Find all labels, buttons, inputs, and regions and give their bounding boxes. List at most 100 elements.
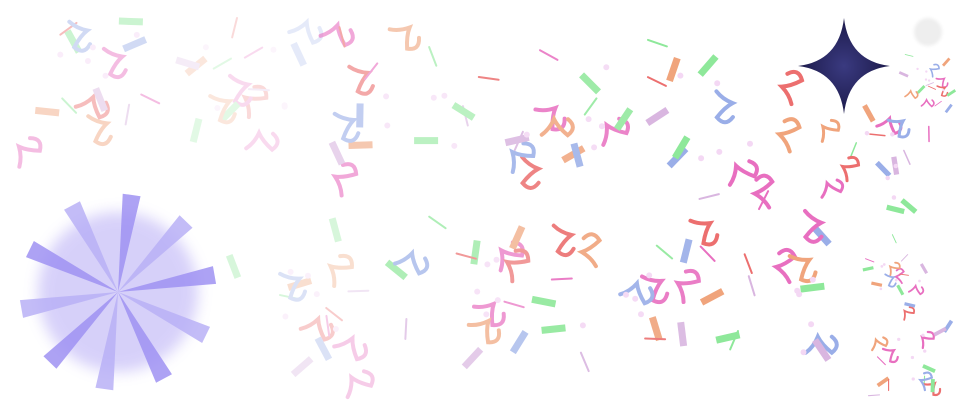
confetti-streak: [338, 26, 346, 48]
confetti-strip: [666, 57, 681, 82]
confetti-strip: [348, 141, 373, 150]
confetti-curl: [101, 46, 128, 80]
sparkle-dot: [897, 337, 901, 342]
confetti-cluster-sprite: [175, 17, 324, 153]
sparkle-dot: [281, 102, 288, 109]
sparkle-dot: [646, 272, 653, 279]
confetti-strip: [122, 36, 148, 53]
sparkle-dot: [927, 79, 931, 82]
confetti-strip: [451, 102, 476, 121]
confetti-curl: [673, 268, 701, 305]
confetti-streak: [867, 394, 881, 397]
confetti-strip: [287, 277, 313, 291]
confetti-curl: [802, 208, 827, 244]
confetti-curl: [904, 89, 919, 100]
sparkle-dot: [102, 72, 109, 79]
sparkle-dot: [809, 276, 816, 283]
confetti-cluster-sprite: [225, 217, 375, 400]
confetti-strip: [579, 72, 601, 95]
confetti-curl: [228, 73, 253, 107]
confetti-strip: [470, 240, 481, 265]
confetti-curl: [208, 94, 237, 125]
sparkle-dot: [714, 80, 721, 87]
sparkle-dot: [623, 291, 629, 298]
confetti-curl: [278, 271, 307, 302]
confetti-streak: [347, 289, 370, 293]
confetti-strip: [904, 302, 916, 308]
confetti-streak: [655, 244, 674, 260]
confetti-streak: [279, 294, 301, 301]
confetti-cluster-sprite: [477, 49, 634, 190]
confetti-streak: [904, 54, 914, 57]
sparkle-dot: [916, 67, 919, 71]
confetti-streak: [876, 356, 886, 366]
confetti-streak: [59, 21, 78, 36]
confetti-streak: [363, 62, 379, 81]
sparkle-dot: [800, 349, 807, 356]
confetti-strip: [672, 135, 691, 160]
sparkle-dot: [441, 92, 448, 99]
confetti-streak: [243, 46, 264, 59]
confetti-curl: [920, 330, 935, 350]
sparkle-dot: [494, 297, 501, 304]
confetti-streak: [325, 314, 331, 337]
confetti-streak: [699, 245, 716, 262]
confetti-streak: [140, 93, 161, 105]
confetti-strip: [531, 295, 557, 308]
confetti-streak: [404, 318, 408, 340]
confetti-streak: [124, 103, 131, 126]
sparkle-dot: [202, 44, 209, 51]
confetti-strip: [356, 103, 364, 128]
burst-ray: [118, 193, 141, 292]
sparkle-dot: [921, 333, 925, 337]
confetti-streak: [869, 133, 886, 137]
sparkle-dot: [282, 313, 289, 320]
confetti-strip: [384, 259, 408, 281]
confetti-streak: [698, 193, 720, 200]
sparkle-dot: [698, 155, 705, 162]
burst-ray: [64, 201, 118, 292]
confetti-strip: [218, 101, 241, 124]
confetti-curl: [688, 218, 720, 247]
sparkle-dot: [910, 355, 915, 360]
sparkle-dot: [598, 123, 605, 130]
confetti-streak: [428, 215, 447, 230]
confetti-streak: [899, 273, 909, 276]
sparkle-dot: [313, 291, 320, 298]
four-point-star-sprite: [798, 18, 890, 114]
sparkle-dot: [882, 263, 886, 266]
confetti-streak: [644, 337, 667, 341]
confetti-cluster-sprite: [820, 104, 930, 215]
confetti-streak: [539, 49, 559, 61]
sparkle-dot: [591, 144, 598, 151]
confetti-curl: [318, 20, 355, 48]
confetti-streak: [212, 57, 232, 70]
sparkle-dot: [918, 279, 921, 283]
confetti-streak: [231, 17, 238, 39]
sparkle-dot: [716, 148, 723, 155]
confetti-strip: [886, 204, 905, 215]
sparkle-dot: [885, 175, 890, 181]
confetti-strip: [64, 29, 83, 54]
confetti-curl: [347, 64, 375, 96]
confetti-strip: [118, 17, 143, 26]
sparkle-dot: [638, 311, 644, 318]
confetti-strip: [876, 376, 890, 388]
confetti-curl: [67, 19, 93, 53]
confetti-cluster-sprite: [645, 38, 805, 211]
confetti-streak: [743, 253, 753, 274]
confetti-cluster-sprite: [898, 54, 957, 114]
confetti-strip: [461, 346, 484, 370]
confetti-strip: [570, 142, 584, 168]
confetti-curl: [917, 371, 934, 392]
confetti-curl: [903, 306, 916, 321]
confetti-strip: [896, 284, 905, 296]
sparkle-dot: [632, 295, 639, 302]
sparkle-dot: [942, 89, 945, 92]
confetti-streak: [247, 88, 270, 92]
sparkle-dot: [451, 142, 458, 149]
confetti-cluster-sprite: [318, 20, 476, 198]
confetti-strip: [613, 107, 634, 132]
confetti-strip: [677, 321, 688, 347]
confetti-streak: [646, 76, 667, 87]
